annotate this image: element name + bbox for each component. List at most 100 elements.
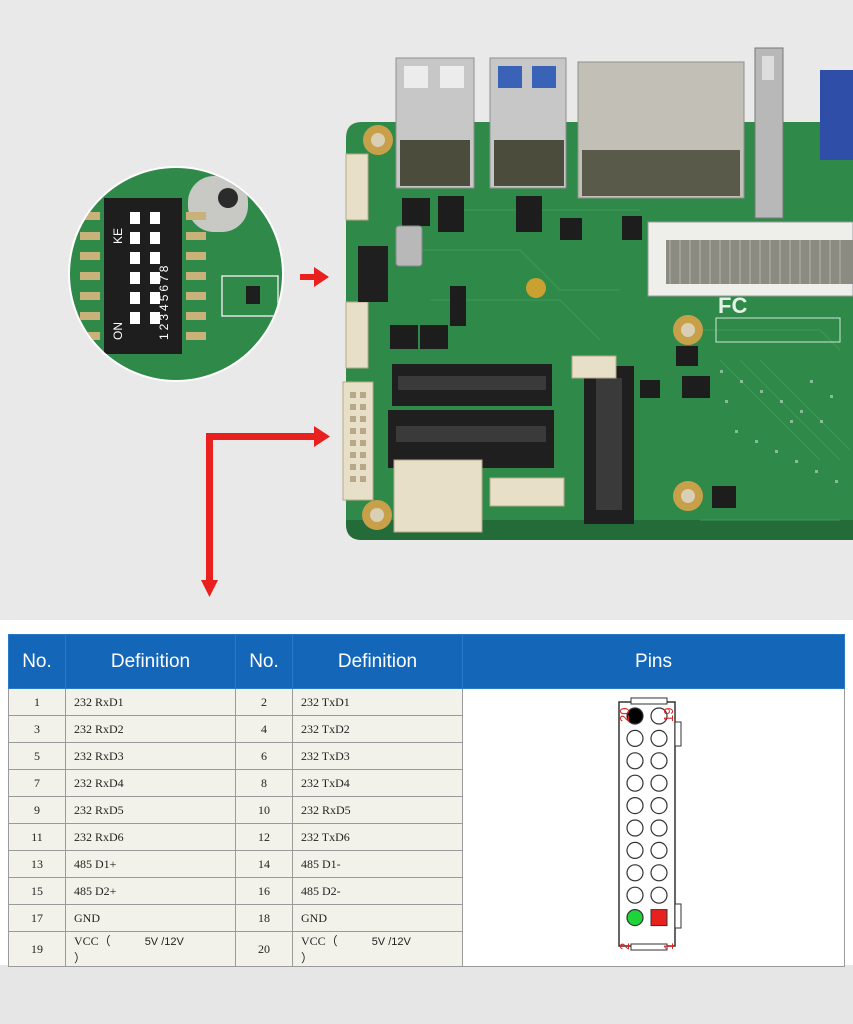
m2-slot-lower: [388, 410, 554, 468]
pin-diagram-cell: 20 19 2 1: [462, 688, 845, 967]
mounting-hole: [362, 500, 392, 530]
pin-number: 2: [235, 688, 293, 716]
pin-holes: [626, 706, 668, 926]
table-row: 1 232 RxD1 2 232 TxD1 20 19 2 1: [8, 688, 845, 967]
pin-hole: [650, 706, 668, 725]
pin-number: 19: [8, 931, 66, 967]
header-no-odd: No.: [8, 634, 66, 689]
pin-hole: [650, 729, 668, 747]
header-definition-even: Definition: [292, 634, 463, 689]
pin-number: 14: [235, 850, 293, 878]
header-definition-odd: Definition: [65, 634, 236, 689]
pin-diagram: 20 19 2 1: [617, 697, 682, 950]
header-pins: Pins: [462, 634, 845, 689]
pin-hole: [650, 818, 668, 837]
buzzer: [526, 278, 546, 298]
m2-slot-vertical: [584, 366, 634, 524]
table-row-vcc: 19 VCC（ 5V /12V ） 20 VCC（ 5V /12V ）: [8, 931, 845, 967]
pin-label-2: 2: [617, 942, 632, 949]
pin-definition: 485 D1-: [292, 850, 463, 878]
table-row: 3 232 RxD2 4 232 TxD2: [8, 715, 845, 743]
pin-definition-table: No. Definition No. Definition Pins 1 232…: [8, 634, 845, 967]
vcc-label: VCC（: [301, 934, 338, 948]
m2-slot-upper: [392, 364, 552, 406]
table-row: 13 485 D1+ 14 485 D1-: [8, 850, 845, 878]
pin-hole: [650, 751, 668, 769]
dip-switch-zoom: ON KE 12345678: [68, 166, 284, 382]
pin-hole: [650, 863, 668, 881]
dip-side-label: ON: [111, 322, 125, 340]
pin-definition: 232 RxD3: [65, 742, 236, 770]
mounting-hole: [673, 481, 703, 511]
pin-2-marker: [626, 908, 644, 926]
dip-numbers: 12345678: [157, 263, 171, 340]
usb-port-left: [395, 57, 475, 189]
dip-top-label: KE: [111, 228, 125, 244]
pin-number: 10: [235, 796, 293, 824]
pin-number: 12: [235, 823, 293, 851]
pin-number: 11: [8, 823, 66, 851]
pin-definition: 232 TxD1: [292, 688, 463, 716]
pin-number: 18: [235, 904, 293, 932]
fc-mark: FC: [718, 293, 747, 318]
pin-definition: 232 RxD4: [65, 769, 236, 797]
pin-definition: 232 RxD5: [65, 796, 236, 824]
arrow-to-com-header: [201, 426, 330, 597]
pin-definition: 232 TxD2: [292, 715, 463, 743]
pin-hole: [650, 774, 668, 792]
pin-definition: 232 RxD6: [65, 823, 236, 851]
usb3-port: [489, 57, 567, 189]
pin-number: 13: [8, 850, 66, 878]
pin-definition-vcc: VCC（5V /12V）: [292, 931, 463, 967]
pin-number: 17: [8, 904, 66, 932]
pin-definition: 232 TxD3: [292, 742, 463, 770]
table-header-row: No. Definition No. Definition Pins: [8, 634, 845, 689]
vcc-voltage: 5V /12V: [144, 936, 184, 948]
table-row: 15 485 D2+ 16 485 D2-: [8, 877, 845, 905]
pin-hole: [650, 796, 668, 814]
product-photo-area: FC: [68, 47, 853, 597]
pin-hole: [626, 818, 644, 837]
pin-definition: 232 RxD2: [65, 715, 236, 743]
sodimm-slot: [647, 221, 853, 343]
pin-number: 9: [8, 796, 66, 824]
mounting-hole: [673, 315, 703, 345]
vcc-close: ）: [74, 951, 87, 965]
table-row: 17 GND 18 GND: [8, 904, 845, 932]
pin-definition-vcc: VCC（ 5V /12V ）: [65, 931, 236, 967]
capacitor: [395, 225, 423, 267]
vcc-voltage: 5V /12V: [371, 936, 411, 948]
pin-1-square: [650, 908, 668, 926]
mounting-hole: [363, 125, 393, 155]
pin-number: 3: [8, 715, 66, 743]
pin-20-marker: [626, 706, 644, 725]
pin-definition: 232 TxD4: [292, 769, 463, 797]
pin-number: 5: [8, 742, 66, 770]
connector-bottom-wide: [393, 459, 483, 533]
pin-hole: [626, 841, 644, 859]
pin-definition: 232 RxD5: [292, 796, 463, 824]
pin-number: 15: [8, 877, 66, 905]
pin-number: 7: [8, 769, 66, 797]
connector-top-small: [571, 355, 617, 379]
table-row: 9 232 RxD5 10 232 RxD5: [8, 796, 845, 824]
com-header-20pin: [342, 381, 374, 501]
pin-definition: 485 D1+: [65, 850, 236, 878]
audio-jack: [754, 47, 784, 219]
pin-hole: [650, 886, 668, 904]
pin-label-20: 20: [617, 707, 632, 721]
motherboard-illustration: FC: [68, 47, 853, 597]
connector-small-mid: [345, 301, 369, 369]
vcc-label: VCC（: [74, 934, 111, 948]
pin-definition: GND: [65, 904, 236, 932]
pin-definition: GND: [292, 904, 463, 932]
pin-definition: 485 D2+: [65, 877, 236, 905]
pin-number: 1: [8, 688, 66, 716]
motherboard: FC: [342, 47, 853, 540]
pin-hole: [626, 751, 644, 769]
connector-small-top: [345, 153, 369, 221]
pin-number: 20: [235, 931, 293, 967]
table-row: 11 232 RxD6 12 232 TxD6: [8, 823, 845, 851]
pin-definition: 485 D2-: [292, 877, 463, 905]
pin-hole: [626, 863, 644, 881]
